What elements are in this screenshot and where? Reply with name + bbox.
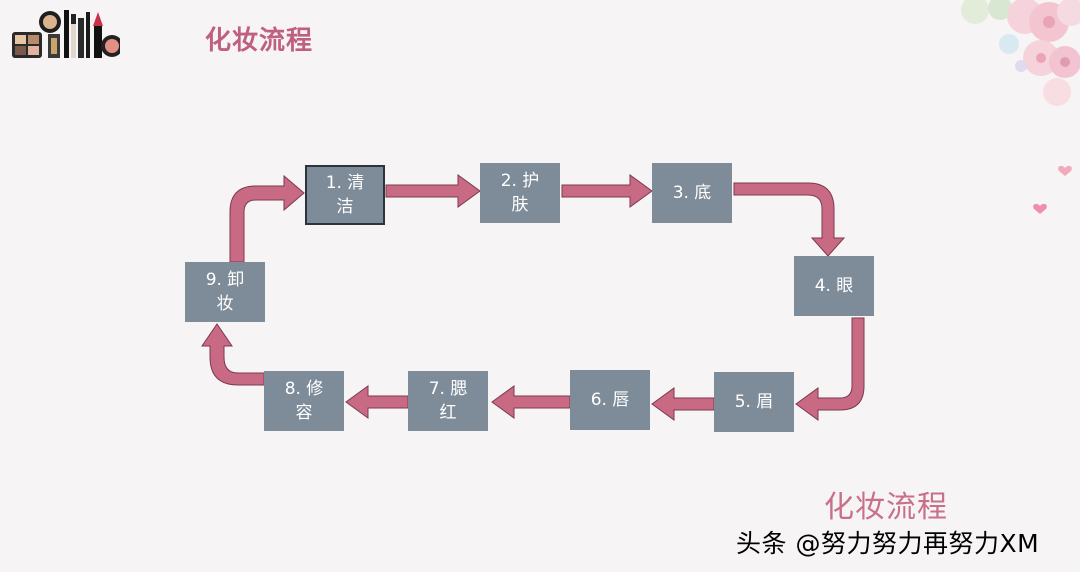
step-blush: 7. 腮红 (408, 371, 488, 431)
step-contour: 8. 修容 (264, 371, 344, 431)
step-lips: 6. 唇 (570, 370, 650, 430)
step-cleanse: 1. 清洁 (305, 165, 385, 225)
footer-title: 化妆流程 (824, 490, 948, 525)
step-eyes: 4. 眼 (794, 256, 874, 316)
arrow-9-1 (229, 174, 305, 263)
step-skincare: 2. 护肤 (480, 163, 560, 223)
hearts-icon (1033, 165, 1072, 214)
arrow-4-5 (795, 317, 865, 421)
arrow-3-4 (733, 182, 846, 257)
step-brows: 5. 眉 (714, 372, 794, 432)
makeup-products-icon (12, 10, 120, 58)
step-remove: 9. 卸妆 (185, 262, 265, 322)
arrow-6-7 (491, 385, 571, 419)
page-title: 化妆流程 (205, 26, 314, 56)
watermark-text: 头条 @努力努力再努力XM (736, 529, 1040, 558)
flowers-icon (961, 0, 1080, 106)
arrow-7-8 (345, 385, 409, 419)
arrow-2-3 (561, 174, 653, 208)
arrow-1-2 (385, 174, 481, 208)
arrow-5-6 (651, 387, 715, 421)
step-foundation: 3. 底 (652, 163, 732, 223)
arrow-8-9 (201, 323, 265, 386)
